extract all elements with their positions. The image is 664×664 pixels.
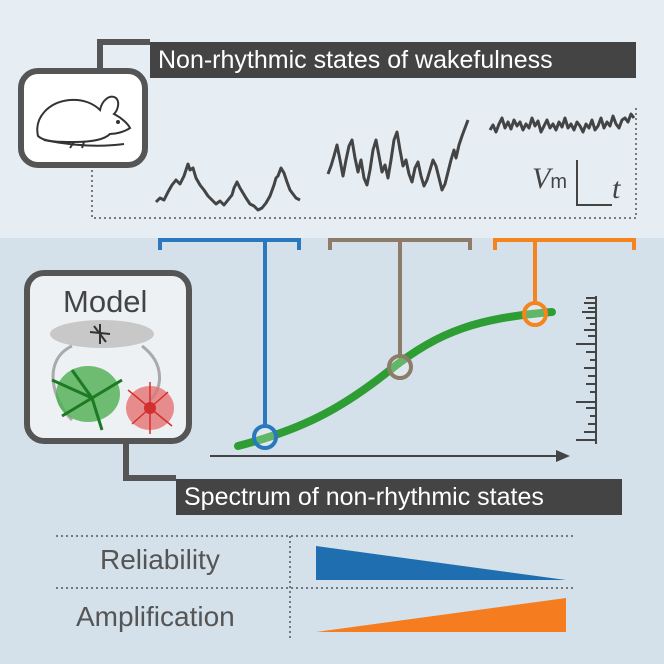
mouse-panel xyxy=(18,68,148,168)
marker-state-2 xyxy=(387,354,413,380)
spectrum-connector xyxy=(123,444,176,481)
x-axis-arrowhead xyxy=(556,450,570,462)
model-panel: Model xyxy=(24,270,192,444)
spectrum-title: Spectrum of non-rhythmic states xyxy=(176,479,622,515)
traces-dotted-frame xyxy=(91,105,637,219)
output-raster xyxy=(576,296,597,444)
bracket-state-3 xyxy=(493,238,636,250)
scale-v-text: V xyxy=(532,162,551,195)
reliability-label: Reliability xyxy=(100,544,220,575)
amplification-wedge xyxy=(316,598,566,632)
amplification-label: Amplification xyxy=(76,601,235,632)
mouse-icon xyxy=(36,95,132,149)
trace-state-1 xyxy=(154,162,301,212)
scale-bar xyxy=(576,160,612,206)
marker-state-1 xyxy=(252,424,278,450)
trace-state-3 xyxy=(488,112,636,134)
scale-v-subscript: m xyxy=(550,171,567,193)
marker-state-3 xyxy=(522,301,548,327)
neuron-network-icon xyxy=(50,320,174,434)
scale-vm-label: Vm xyxy=(532,162,567,196)
page-title: Non-rhythmic states of wakefulness xyxy=(150,42,636,78)
trace-state-2 xyxy=(326,119,470,192)
header-connector xyxy=(97,39,150,68)
bracket-state-1 xyxy=(158,238,301,250)
scale-t-label: t xyxy=(612,172,621,205)
reliability-wedge xyxy=(316,546,566,580)
model-label: Model xyxy=(63,284,148,319)
